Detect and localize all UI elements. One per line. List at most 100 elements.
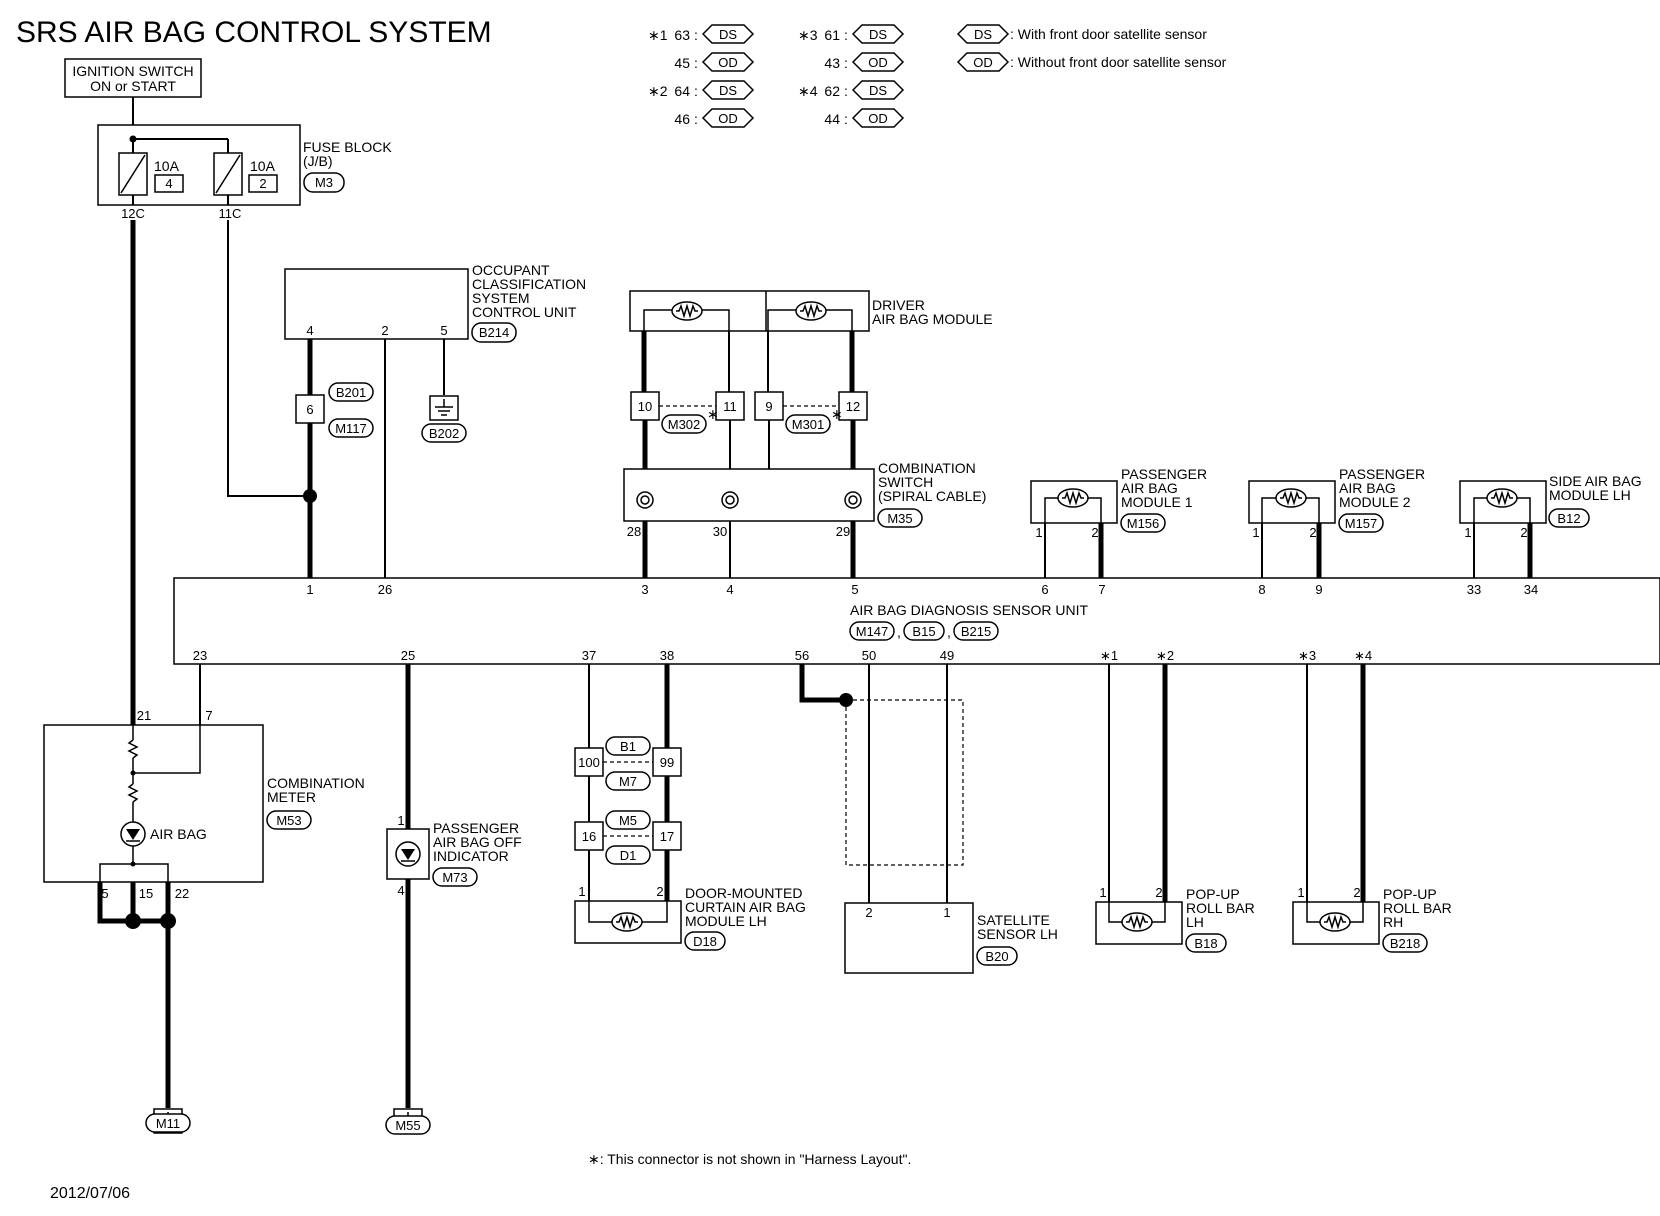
connector-tag: B1 [620, 739, 636, 754]
pin-label: ∗2 [1156, 648, 1174, 663]
passenger-air-bag-off-indicator: 1 4 PASSENGER AIR BAG OFF INDICATOR M73 [386, 813, 522, 898]
svg-text::: : [844, 83, 848, 99]
connector-tag: D1 [620, 848, 637, 863]
joint-connector-tag: B201 [336, 385, 366, 400]
pin-label: 10 [638, 399, 652, 414]
svg-text::: : [844, 27, 848, 43]
legend-pin: 44 [824, 111, 840, 127]
comb-meter-connector: M53 [276, 813, 301, 828]
pin-label: 23 [193, 648, 207, 663]
squib-icon [1057, 488, 1089, 508]
legend-pin: 45 [674, 55, 690, 71]
passenger-air-bag-module-2: PASSENGER AIR BAG MODULE 2 M157 1 2 [1248, 466, 1425, 540]
pin-label: 1 [1035, 525, 1042, 540]
svg-text::: : [694, 83, 698, 99]
rollbar-rh-connector: B218 [1390, 936, 1420, 951]
pin-label: 9 [1315, 582, 1322, 597]
legend-od-tag: OD [868, 55, 888, 70]
ground-connector: B202 [429, 426, 459, 441]
rollbar-lh-label: POP-UP [1186, 886, 1240, 902]
pass-off-connector: M73 [442, 870, 467, 885]
pass-module-2-label: AIR BAG [1339, 480, 1396, 496]
pin-label: ∗3 [1298, 648, 1316, 663]
legend-od-tag: OD [718, 111, 738, 126]
rollbar-rh-label: RH [1383, 914, 1403, 930]
comb-meter-label: COMBINATION [267, 775, 365, 791]
diagnosis-connector: B15 [912, 624, 935, 639]
comb-switch-label: (SPIRAL CABLE) [878, 488, 986, 504]
connector-tag: M5 [619, 813, 637, 828]
pin-label: 2 [1091, 525, 1098, 540]
ignition-switch: IGNITION SWITCH ON or START [64, 58, 202, 98]
pin-label: 2 [381, 323, 388, 338]
svg-text:,: , [897, 624, 901, 640]
pin-label: 6 [306, 402, 313, 417]
pin-label: ∗1 [1100, 648, 1118, 663]
pop-up-roll-bar-rh: 1 2 POP-UP ROLL BAR RH B218 [1292, 885, 1452, 953]
joint-connector [295, 394, 325, 424]
driver-air-bag-module: DRIVER AIR BAG MODULE [629, 290, 993, 337]
asterisk-mark: ∗ [831, 406, 843, 422]
rollbar-rh-label: ROLL BAR [1383, 900, 1452, 916]
pin-label: 2 [656, 884, 663, 899]
pin-label: 1 [943, 905, 950, 920]
joint-connector-tag: M117 [335, 421, 367, 436]
pin-label: 30 [713, 524, 727, 539]
spiral-cable-icon [844, 491, 862, 509]
squib-icon [611, 912, 643, 932]
air-bag-indicator-label: AIR BAG [150, 826, 207, 842]
pin-label: 5 [440, 323, 447, 338]
satellite-sensor-label: SATELLITE [977, 912, 1050, 928]
side-module-connector: B12 [1557, 511, 1580, 526]
pin-label: 28 [627, 524, 641, 539]
pin-label: 16 [582, 829, 596, 844]
combination-switch-spiral-cable: COMBINATION SWITCH (SPIRAL CABLE) M35 28… [623, 460, 986, 539]
rollbar-lh-connector: B18 [1194, 936, 1217, 951]
legend-mark-1: ∗1 [648, 27, 668, 43]
pin-label: 50 [862, 648, 876, 663]
ocs-label: SYSTEM [472, 290, 530, 306]
svg-text::: : [694, 55, 698, 71]
passenger-air-bag-module-1: PASSENGER AIR BAG MODULE 1 M156 1 2 [1030, 466, 1207, 540]
pin-label: 26 [378, 582, 392, 597]
pin-label: 1 [1464, 525, 1471, 540]
door-mounted-curtain-air-bag-module-lh: 1 2 DOOR-MOUNTED CURTAIN AIR BAG MODULE … [574, 884, 806, 951]
pin-label: 9 [765, 399, 772, 414]
fuse-amp: 10A [250, 158, 276, 174]
pin-label: 1 [1297, 885, 1304, 900]
legend-ds-tag: DS [719, 83, 737, 98]
fuse-block-connector: M3 [315, 175, 333, 190]
driver-module-label-2: AIR BAG MODULE [872, 311, 993, 327]
pass-module-1-label: PASSENGER [1121, 466, 1207, 482]
squib-icon [1275, 488, 1307, 508]
squib-icon [1121, 912, 1153, 932]
door-module-label: MODULE LH [685, 913, 767, 929]
squib-icon [1319, 912, 1351, 932]
pin-label: 5 [101, 886, 108, 901]
pin-label: 2 [1353, 885, 1360, 900]
pin-label: 17 [660, 829, 674, 844]
pin-label: 29 [836, 524, 850, 539]
legend-mark-2: ∗2 [648, 83, 668, 99]
combination-meter: 21 7 AIR BAG COMBINATION METER M53 5 15 … [43, 708, 365, 901]
ground-connector: M11 [156, 1116, 180, 1131]
legend-pin: 63 [674, 27, 690, 43]
pass-module-1-label: MODULE 1 [1121, 494, 1193, 510]
pin-label: 4 [726, 582, 733, 597]
pin-label: 11 [723, 399, 737, 414]
svg-text::: : [844, 111, 848, 127]
legend-pin: 43 [824, 55, 840, 71]
diagnosis-connector: M147 [856, 624, 889, 639]
ocs-connector: B214 [479, 325, 509, 340]
door-module-label: CURTAIN AIR BAG [685, 899, 806, 915]
pin-label: 12C [121, 206, 145, 221]
legend-ds-tag: DS [974, 27, 992, 42]
ground-icon [429, 395, 459, 421]
ocs-label: CONTROL UNIT [472, 304, 577, 320]
legend-pin: 62 [824, 83, 840, 99]
legend-ds-tag: DS [869, 27, 887, 42]
pin-label: 38 [660, 648, 674, 663]
pin-label: 2 [1155, 885, 1162, 900]
squib-icon [671, 301, 703, 321]
fuse-number: 4 [165, 176, 172, 191]
